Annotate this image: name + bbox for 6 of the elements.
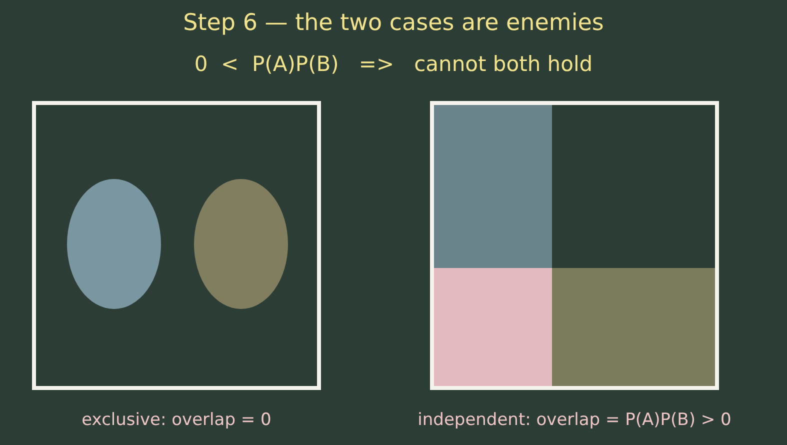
frame-square: [430, 101, 719, 390]
frame-square: [32, 101, 321, 390]
formula-text: 0 < P(A)P(B) => cannot both hold: [193, 52, 594, 76]
node-label: exclusive: overlap = 0: [80, 410, 272, 430]
node-label: independent: overlap = P(A)P(B) > 0: [416, 410, 732, 430]
title: Step 6 — the two cases are enemies: [182, 10, 605, 36]
